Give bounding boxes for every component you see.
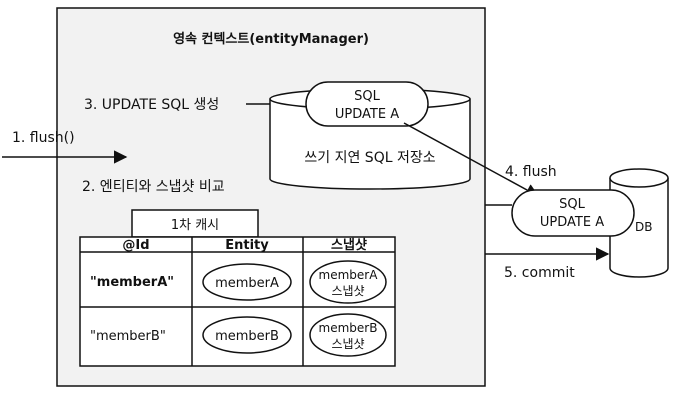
step-commit: 5. commit — [504, 265, 575, 281]
sql-pill-db-line1: SQL — [559, 197, 585, 212]
sql-pill-db-line2: UPDATE A — [540, 215, 604, 230]
row-a-id: "memberA" — [90, 275, 174, 290]
row-a-entity: memberA — [215, 276, 279, 291]
header-id: @Id — [122, 238, 149, 253]
row-a-snapshot-ellipse — [309, 260, 387, 304]
row-b-snapshot-ellipse — [309, 313, 387, 357]
header-snapshot: 스냅샷 — [331, 237, 367, 253]
flush-arrow — [403, 122, 540, 197]
row-a-entity-ellipse — [202, 263, 292, 301]
db-label: DB — [635, 220, 652, 234]
sql-pill-db — [511, 189, 635, 237]
row-b-snapshot-line1: memberB — [319, 321, 378, 335]
row-a-snapshot-line2: 스냅샷 — [331, 284, 364, 298]
row-b-entity-ellipse — [202, 316, 292, 354]
row-b-snapshot-line2: 스냅샷 — [331, 337, 364, 351]
step-compare: 2. 엔티티와 스냅샷 비교 — [82, 179, 225, 195]
sql-pill-store — [305, 81, 429, 127]
sql-pill-store-line2: UPDATE A — [335, 107, 399, 122]
row-b-id: "memberB" — [90, 329, 166, 344]
cache-title-box — [131, 209, 259, 238]
step-flush: 4. flush — [505, 164, 557, 180]
row-a-snapshot-line1: memberA — [319, 268, 379, 282]
step-flush-call: 1. flush() — [12, 130, 75, 146]
header-entity: Entity — [225, 238, 269, 253]
step-update-sql: 3. UPDATE SQL 생성 — [84, 97, 219, 113]
persistence-context-title: 영속 컨텍스트(entityManager) — [173, 31, 369, 47]
sql-pill-store-line1: SQL — [354, 89, 380, 104]
row-b-entity: memberB — [215, 329, 279, 344]
cache-title: 1차 캐시 — [171, 218, 219, 233]
sql-store-label: 쓰기 지연 SQL 저장소 — [304, 150, 435, 166]
